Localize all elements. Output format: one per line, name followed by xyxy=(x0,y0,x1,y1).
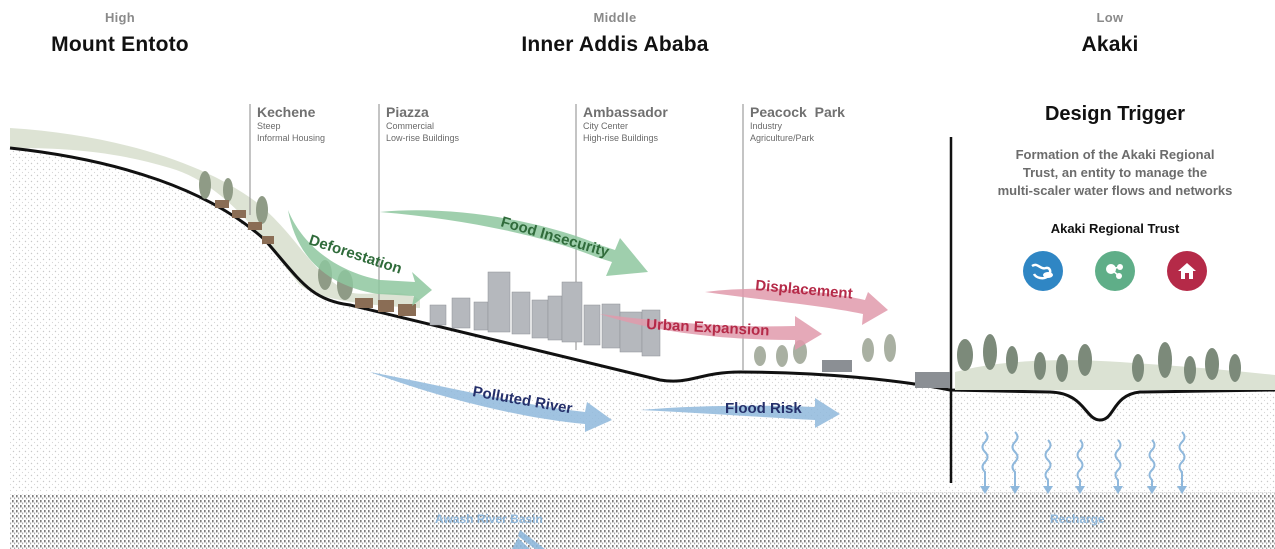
aquifer-arrow xyxy=(512,530,545,549)
site-name: Piazza xyxy=(386,104,429,120)
site-ambassador: Ambassador City Center High-rise Buildin… xyxy=(583,104,668,144)
ground-line xyxy=(9,146,1275,422)
site-piazza: Piazza Commercial Low-rise Buildings xyxy=(386,104,459,144)
site-detail: Commercial xyxy=(386,121,435,131)
food-insecurity-arrow xyxy=(380,210,648,276)
trust-title: Akaki Regional Trust xyxy=(1050,221,1180,236)
zone-level: Middle xyxy=(593,10,637,25)
flood-risk-arrow xyxy=(640,398,840,428)
site-detail: Low-rise Buildings xyxy=(386,133,460,143)
zone-level: High xyxy=(104,10,136,25)
industry-buildings xyxy=(822,360,950,388)
recharge-arrowheads xyxy=(980,486,1187,494)
recharge-label: Recharge xyxy=(1050,512,1105,526)
zone-low: Low Akaki xyxy=(1030,10,1190,57)
urban-expansion-arrow xyxy=(600,314,822,350)
soil-layer xyxy=(10,148,1275,492)
design-trigger-description: Formation of the Akaki Regional Trust, a… xyxy=(975,146,1255,200)
recharge-arrows xyxy=(981,431,1186,490)
displacement-arrow xyxy=(705,288,888,325)
zone-high: High Mount Entoto xyxy=(40,10,200,57)
site-detail: Informal Housing xyxy=(257,133,326,143)
akaki-vegetation-band xyxy=(955,360,1275,390)
housing-icon xyxy=(1167,251,1207,291)
site-detail: Industry xyxy=(750,121,783,131)
deforestation-arrow xyxy=(288,210,432,306)
description-line: Trust, an entity to manage the xyxy=(1022,165,1208,180)
network-icon xyxy=(1095,251,1135,291)
aquifer-label: Awash River Basin xyxy=(435,512,543,526)
site-detail: Agriculture/Park xyxy=(750,133,815,143)
akaki-trees xyxy=(957,334,1241,384)
zone-name: Akaki xyxy=(1081,33,1139,56)
site-kechene: Kechene Steep Informal Housing xyxy=(257,104,325,144)
site-detail: Steep xyxy=(257,121,281,131)
site-name: Peacock Park xyxy=(750,104,845,120)
site-detail: High-rise Buildings xyxy=(583,133,659,143)
site-peacock-park: Peacock Park Industry Agriculture/Park xyxy=(750,104,845,144)
site-name: Kechene xyxy=(257,104,316,120)
food-insecurity-label: Food Insecurity xyxy=(499,214,612,261)
informal-housing xyxy=(215,200,416,316)
water-flow-icon xyxy=(1023,251,1063,291)
polluted-river-arrow xyxy=(370,372,612,432)
description-line: multi-scaler water flows and networks xyxy=(997,183,1233,198)
design-trigger-title: Design Trigger xyxy=(1044,103,1186,125)
description-line: Formation of the Akaki Regional xyxy=(1015,147,1215,162)
hillside-vegetation xyxy=(10,128,420,308)
zone-name: Inner Addis Ababa xyxy=(521,33,709,56)
zone-level: Low xyxy=(1096,10,1124,25)
urban-expansion-label: Urban Expansion xyxy=(646,316,770,339)
zone-middle: Middle Inner Addis Ababa xyxy=(480,10,750,57)
design-trigger-panel: Design Trigger Formation of the Akaki Re… xyxy=(975,103,1255,291)
site-detail: City Center xyxy=(583,121,629,131)
zone-name: Mount Entoto xyxy=(51,33,189,56)
trust-icons xyxy=(975,251,1255,291)
flood-risk-label: Flood Risk xyxy=(725,400,802,417)
site-name: Ambassador xyxy=(583,104,668,120)
